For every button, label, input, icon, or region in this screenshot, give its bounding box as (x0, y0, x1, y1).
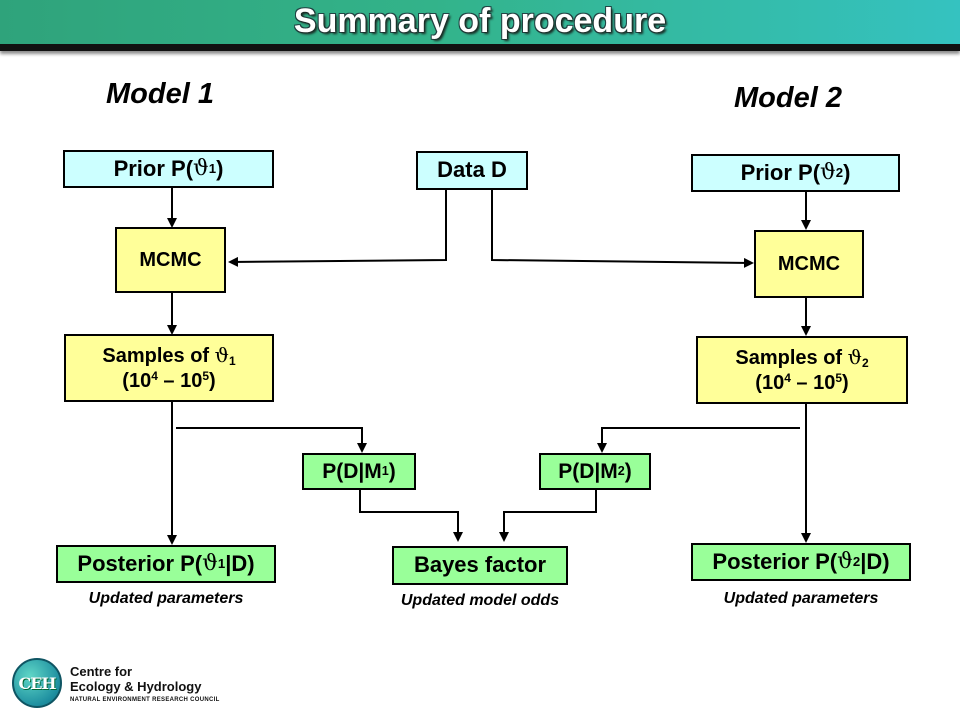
arrow-pdm1-bayes (359, 490, 463, 542)
arrow-samples2-pdm2 (597, 427, 800, 453)
bayes-factor-caption: Updated model odds (400, 592, 560, 609)
arrow-samples1-pdm1 (176, 427, 367, 453)
ceh-logo-icon (12, 658, 62, 708)
ceh-logo-letters: CEH (18, 674, 56, 693)
bayes-factor-box: Bayes factor (392, 546, 568, 585)
samples-2-box: Samples of ϑ2 (104 – 105) (696, 336, 908, 404)
logo-line-3: NATURAL ENVIRONMENT RESEARCH COUNCIL (70, 697, 220, 703)
model-1-label: Model 1 (106, 78, 214, 110)
posterior-2-caption: Updated parameters (723, 590, 879, 607)
arrow-pdm2-bayes (499, 490, 597, 542)
logo-line-2: Ecology & Hydrology (70, 679, 202, 694)
title-underline (0, 44, 960, 51)
arrow-data-mcmc1 (228, 190, 447, 267)
samples-1-box: Samples of ϑ1 (104 – 105) (64, 334, 274, 402)
posterior-1-caption: Updated parameters (88, 590, 244, 607)
logo-line-1: Centre for (70, 664, 133, 679)
slide-title: Summary of procedure (293, 2, 667, 40)
arrow-data-mcmc2 (491, 190, 754, 268)
model-2-label: Model 2 (734, 82, 842, 114)
title-bar (0, 0, 960, 48)
mcmc-1-box: MCMC (115, 227, 226, 293)
mcmc-2-box: MCMC (754, 230, 864, 298)
data-box: Data D (416, 151, 528, 190)
